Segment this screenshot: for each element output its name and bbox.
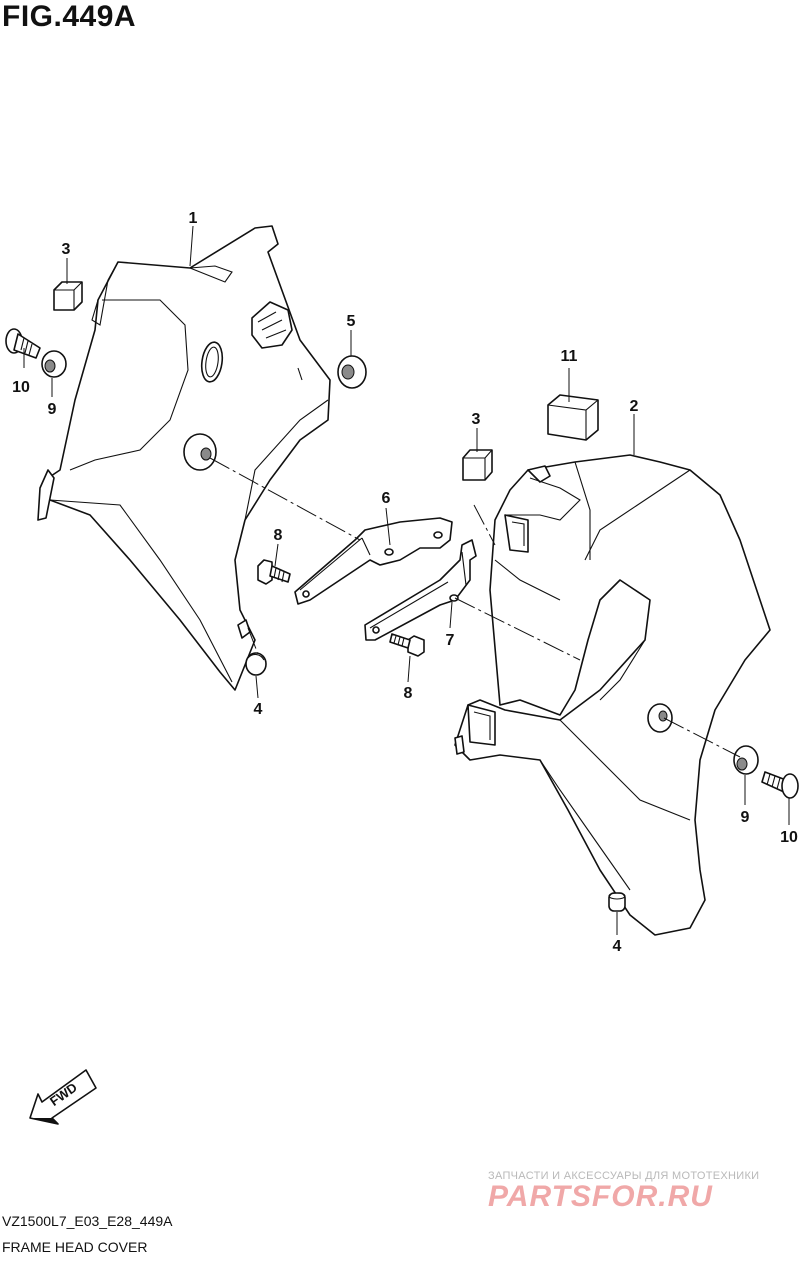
callout-6: 6	[382, 490, 391, 507]
grommet-right[interactable]	[608, 892, 626, 912]
callout-10-right: 10	[780, 829, 798, 846]
cushion-block-11[interactable]	[547, 394, 599, 441]
screw-right[interactable]	[761, 771, 799, 799]
callout-1: 1	[189, 210, 198, 227]
screw-left[interactable]	[5, 328, 41, 359]
callout-3-left: 3	[62, 241, 71, 258]
callout-2: 2	[630, 398, 639, 415]
leader-lines	[23, 225, 790, 935]
callout-3-right: 3	[472, 411, 481, 428]
callout-9-left: 9	[48, 401, 57, 418]
cushion-right[interactable]	[462, 449, 493, 481]
figure-caption: FRAME HEAD COVER	[2, 1239, 148, 1255]
grommet-left[interactable]	[245, 652, 267, 676]
callout-11: 11	[561, 348, 578, 365]
callout-8-lower: 8	[404, 685, 413, 702]
callout-7: 7	[446, 632, 455, 649]
callout-10-left: 10	[12, 379, 30, 396]
bracket-6[interactable]	[294, 517, 453, 605]
left-frame-head-cover[interactable]	[37, 225, 331, 691]
callout-8-upper: 8	[274, 527, 283, 544]
figure-code: VZ1500L7_E03_E28_449A	[2, 1213, 173, 1229]
right-frame-head-cover[interactable]	[454, 454, 771, 936]
watermark-logo: PARTSFOR.RU	[488, 1180, 713, 1213]
callout-5: 5	[347, 313, 356, 330]
callout-4-right: 4	[613, 938, 622, 955]
callout-4-left: 4	[254, 701, 263, 718]
watermark-tagline: ЗАПЧАСТИ И АКСЕССУАРЫ ДЛЯ МОТОТЕХНИКИ	[488, 1170, 760, 1182]
fwd-arrow: FWD	[29, 1069, 97, 1125]
cushion-left[interactable]	[53, 281, 83, 311]
assembly-lines	[209, 457, 741, 758]
cushion-5[interactable]	[337, 355, 367, 389]
washer-left[interactable]	[41, 350, 67, 378]
bolt-8-lower[interactable]	[389, 633, 425, 657]
washer-right[interactable]	[733, 745, 759, 775]
callout-9-right: 9	[741, 809, 750, 826]
bracket-7[interactable]	[364, 539, 477, 641]
bolt-8-upper[interactable]	[257, 559, 291, 585]
figure-title: FIG.449A	[2, 0, 137, 33]
